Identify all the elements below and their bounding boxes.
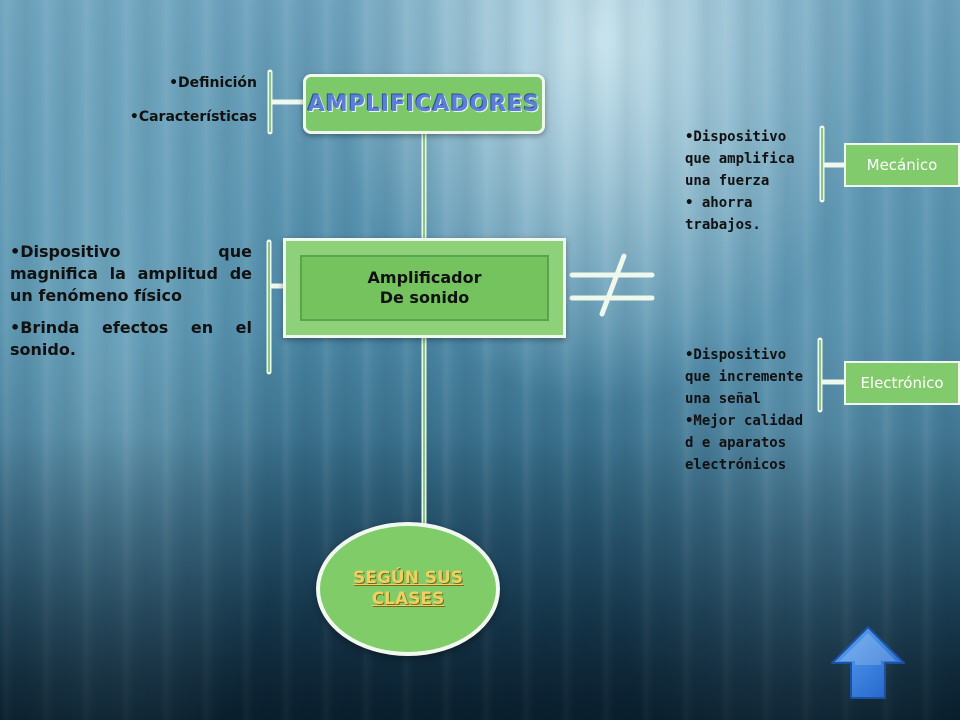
center-node: Amplificador De sonido xyxy=(283,238,566,338)
neq-slash xyxy=(599,253,627,317)
classes-line-2: CLASES xyxy=(371,589,445,609)
left-description-item-1: •Dispositivo que magnifica la amplitud d… xyxy=(10,242,252,305)
electronico-desc-1: •Dispositivo que incremente una señal xyxy=(685,347,804,407)
center-node-inner: Amplificador De sonido xyxy=(300,255,549,321)
mecanico-desc-1: •Dispositivo que amplifica una fuerza xyxy=(685,129,795,189)
left-description-item-2: •Brinda efectos en el sonido. xyxy=(10,318,252,359)
electronico-box: Electrónico xyxy=(844,361,960,405)
classes-line-1: SEGÚN SUS xyxy=(352,568,464,588)
left-description: •Dispositivo que magnifica la amplitud d… xyxy=(10,241,252,371)
page-title: AMPLIFICADORES xyxy=(307,91,541,117)
center-line-2: De sonido xyxy=(379,288,470,307)
electronico-description: •Dispositivo que incremente una señal •M… xyxy=(685,344,813,476)
label-caracteristicas: •Características xyxy=(129,109,257,125)
mecanico-description: •Dispositivo que amplifica una fuerza • … xyxy=(685,126,813,236)
up-arrow-icon[interactable] xyxy=(828,625,908,701)
mecanico-label: Mecánico xyxy=(866,156,938,174)
classes-node[interactable]: SEGÚN SUS CLASES xyxy=(316,522,500,656)
mecanico-box: Mecánico xyxy=(844,143,960,187)
mecanico-desc-2: • ahorra trabajos. xyxy=(685,195,761,233)
title-box: AMPLIFICADORES xyxy=(303,74,545,134)
electronico-desc-2: •Mejor calidad d e aparatos electrónicos xyxy=(685,413,804,473)
electronico-label: Electrónico xyxy=(860,374,944,392)
label-definicion: •Definición xyxy=(169,75,257,91)
center-line-1: Amplificador xyxy=(367,268,482,287)
